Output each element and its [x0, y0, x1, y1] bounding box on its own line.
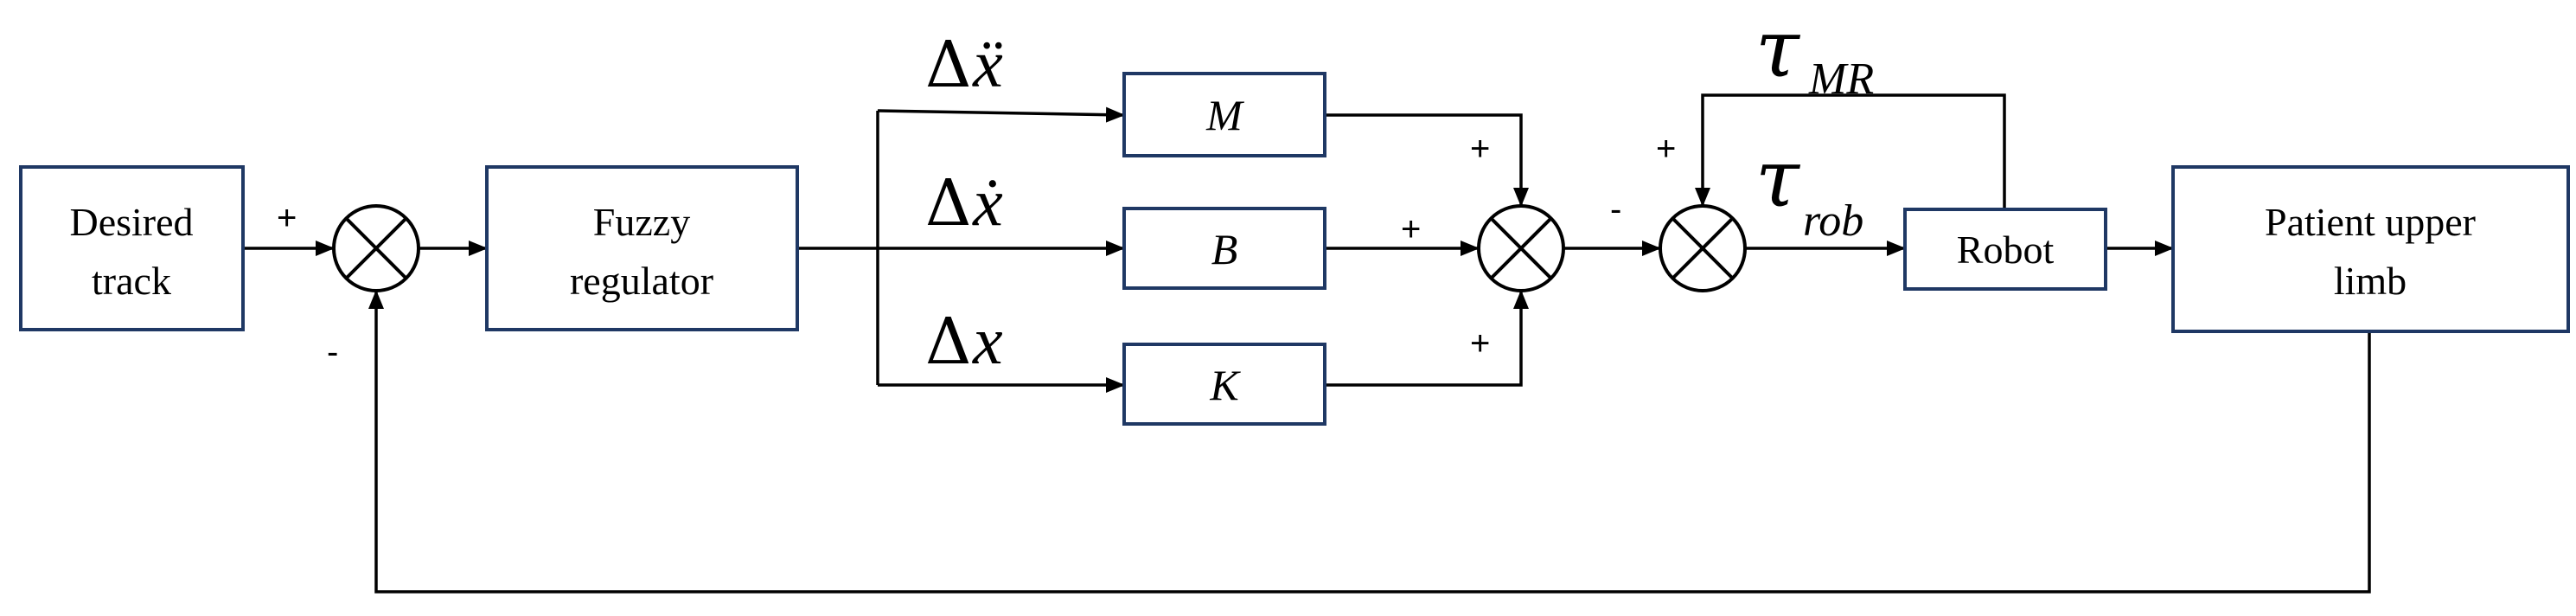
summing-junction-error [332, 204, 420, 292]
sign-sj3-mr-feedback: + [1656, 130, 1676, 168]
wire-patient-feedback [368, 290, 2371, 594]
svg-text:Δ: Δ [925, 28, 971, 102]
wire-branch-to-m [877, 106, 1125, 123]
svg-text:τ: τ [1755, 3, 1801, 95]
sign-sj3-impedance: - [1610, 190, 1621, 228]
svg-text:Δ: Δ [925, 166, 971, 241]
wire-k-to-sj2 [1325, 290, 1529, 387]
svg-text:ẍ: ẍ [972, 26, 1003, 101]
sign-sj1-feedback: - [327, 333, 338, 371]
sign-sj2-stiffness: + [1470, 324, 1490, 363]
signal-position-label: Δ x [925, 303, 1003, 379]
mass-label: M [1205, 91, 1244, 139]
damping-block [1122, 207, 1326, 290]
signal-tau-rob-label: τ rob [1755, 132, 1863, 246]
sign-sj2-damping: + [1401, 210, 1421, 248]
signal-tau-mr-label: τ MR [1755, 3, 1874, 104]
wire-m-to-sj2 [1325, 113, 1529, 207]
mass-block [1122, 72, 1326, 157]
desired-track-block [19, 165, 245, 331]
robot-label: Robot [1957, 228, 2055, 272]
stiffness-label: K [1209, 361, 1241, 409]
fuzzy-regulator-label-1: Fuzzy [593, 200, 690, 244]
svg-text:rob: rob [1803, 196, 1863, 246]
svg-text:x: x [972, 303, 1003, 378]
signal-velocity-label: Δ ẋ [925, 164, 1003, 241]
wire-robot-mr-feedback [1695, 93, 2006, 209]
summing-junction-torque [1659, 204, 1747, 292]
fuzzy-regulator-label-2: regulator [570, 259, 713, 303]
signal-acceleration-label: Δ ẍ [925, 26, 1003, 102]
damping-label: B [1211, 225, 1238, 273]
patient-upper-limb-label-2: limb [2334, 259, 2407, 303]
desired-track-label-2: track [92, 259, 171, 303]
robot-block [1903, 208, 2107, 291]
svg-text:ẋ: ẋ [972, 164, 1003, 240]
desired-track-label-1: Desired [69, 200, 193, 244]
sign-sj2-mass: + [1470, 130, 1490, 168]
summing-junction-impedance [1477, 204, 1565, 292]
patient-upper-limb-label-1: Patient upper [2265, 200, 2476, 244]
svg-text:Δ: Δ [925, 305, 971, 379]
sign-sj1-reference: + [277, 199, 297, 237]
stiffness-block [1122, 343, 1326, 426]
svg-text:MR: MR [1808, 55, 1874, 104]
patient-upper-limb-block [2171, 165, 2570, 333]
svg-text:τ: τ [1755, 132, 1801, 225]
fuzzy-regulator-block [485, 165, 799, 331]
